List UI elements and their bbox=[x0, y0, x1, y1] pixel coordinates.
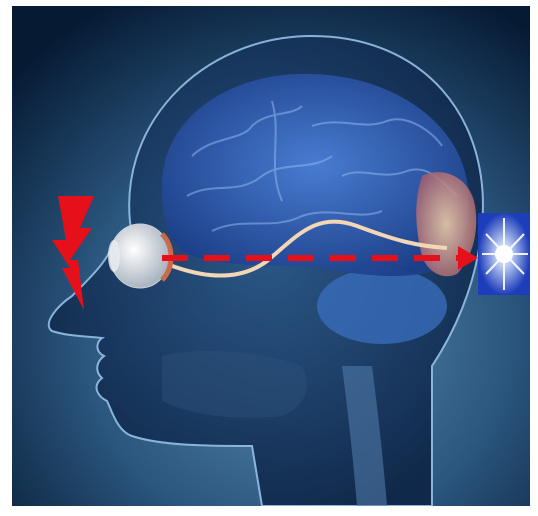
light-flash-icon bbox=[478, 213, 530, 295]
illustration-frame bbox=[12, 6, 530, 506]
cerebellum bbox=[317, 268, 447, 344]
head-anatomy-graphic bbox=[12, 6, 530, 506]
eye-lens bbox=[108, 240, 120, 272]
skull-jaw bbox=[162, 351, 307, 418]
